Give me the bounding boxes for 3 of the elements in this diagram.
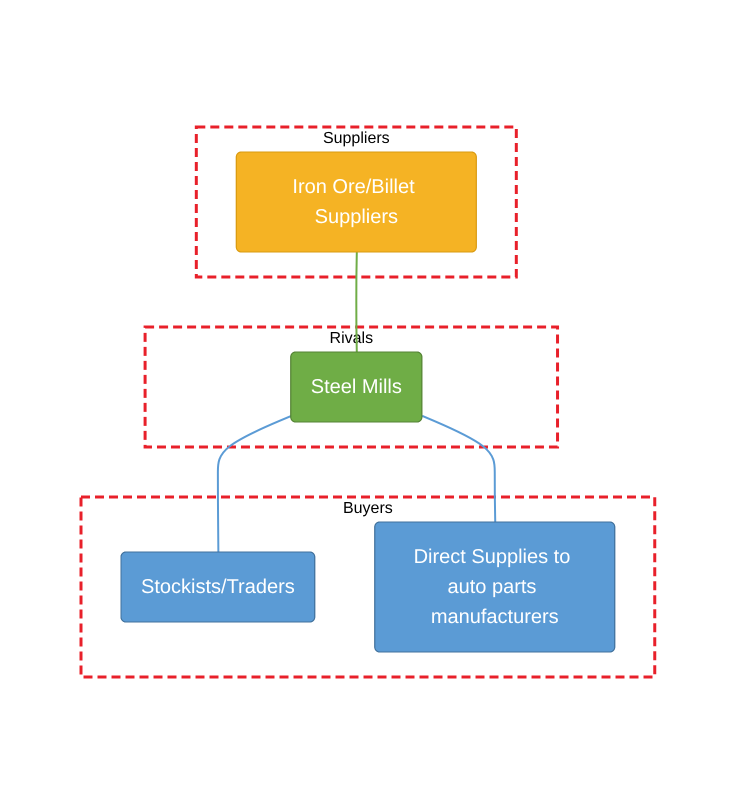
connector	[217, 414, 292, 552]
connector	[355, 252, 358, 352]
connector	[422, 414, 496, 522]
